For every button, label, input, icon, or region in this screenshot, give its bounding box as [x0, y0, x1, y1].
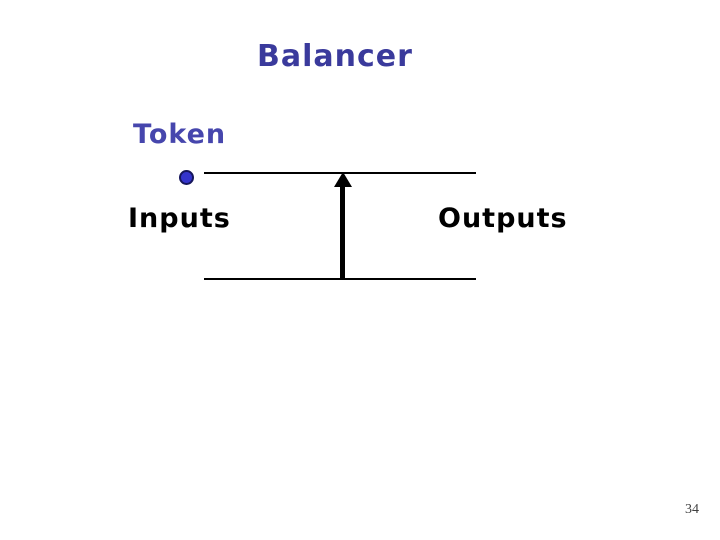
page-number: 34: [685, 502, 699, 517]
token-label: Token: [133, 119, 227, 150]
slide-title: Balancer: [257, 39, 413, 74]
token-dot-icon: [179, 170, 194, 185]
outputs-label: Outputs: [438, 203, 568, 234]
balancer-arrow-up-icon: [334, 172, 352, 187]
inputs-label: Inputs: [128, 203, 231, 234]
balancer-arrow-shaft: [340, 186, 345, 280]
